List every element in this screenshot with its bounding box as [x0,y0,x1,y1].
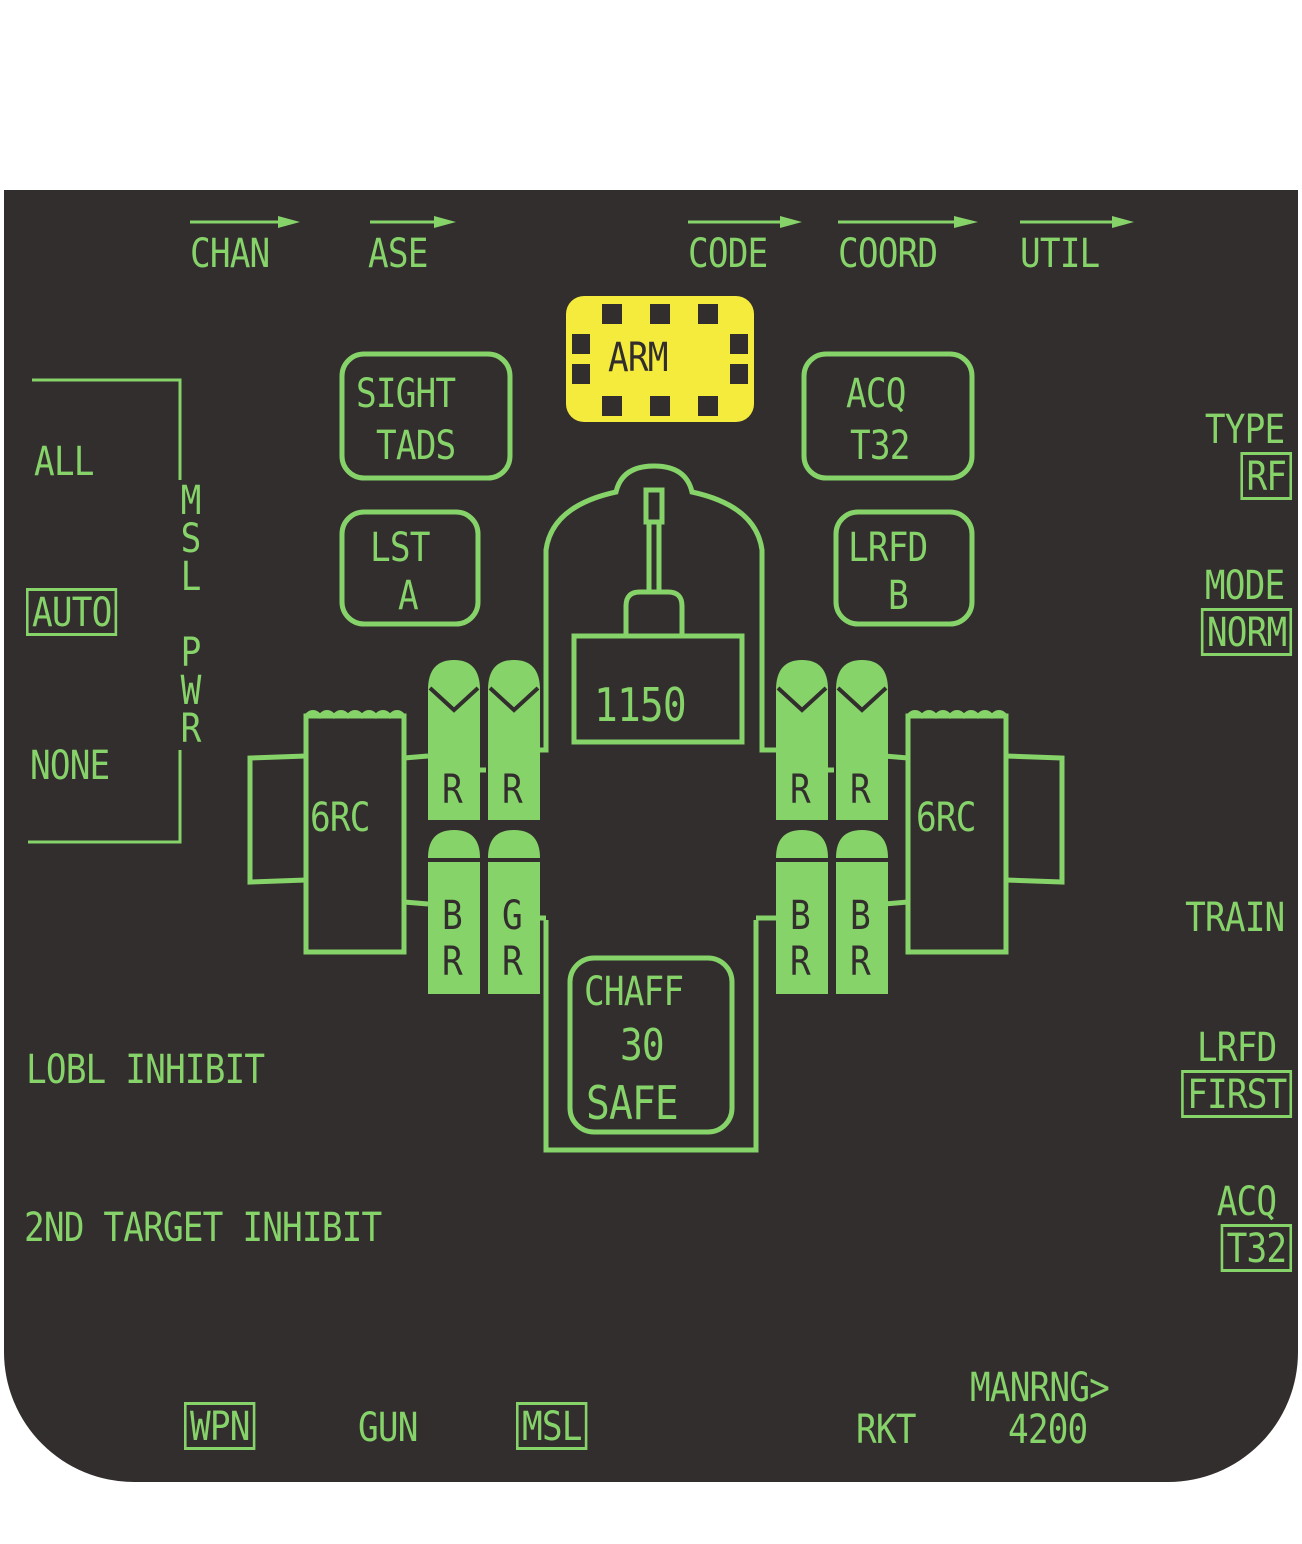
missile-right-2-lower-top[interactable]: B [850,893,871,939]
missile-right-2-upper[interactable]: R [850,767,871,813]
manrng-value: 4200 [1008,1407,1088,1453]
missile-left-1-lower-bottom: R [442,939,463,985]
sight-value[interactable]: TADS [376,423,456,469]
arrow-right-icon [836,214,982,230]
ase-button[interactable]: ASE [368,231,428,277]
util-button[interactable]: UTIL [1020,231,1100,277]
chaff-status: SAFE [586,1076,679,1130]
chan-button[interactable]: CHAN [190,231,270,277]
msl-pwr-auto-option[interactable]: AUTO [26,588,118,636]
acq-t32-button[interactable]: T32 [1220,1224,1292,1272]
lrfd-first-button[interactable]: FIRST [1180,1070,1292,1118]
msl-button[interactable]: MSL [516,1402,588,1450]
manrng-label[interactable]: MANRNG> [970,1365,1110,1411]
right-rocket-pod-label[interactable]: 6RC [916,795,976,841]
gun-rounds-count[interactable]: 1150 [594,678,687,732]
msl-pwr-bracket [28,378,182,844]
missile-left-1-upper[interactable]: R [442,767,463,813]
missile-left-2-lower-top[interactable]: G [502,893,523,939]
chaff-count: 30 [620,1020,665,1071]
msl-pwr-all-option[interactable]: ALL [34,439,94,485]
arrow-right-icon [1018,214,1138,230]
rkt-button[interactable]: RKT [856,1407,916,1453]
acq-label: ACQ [1216,1179,1276,1225]
code-button[interactable]: CODE [688,231,768,277]
type-rf-button[interactable]: RF [1240,452,1292,500]
missile-left-2-upper[interactable]: R [502,767,523,813]
missile-left-1-lower-top[interactable]: B [442,893,463,939]
acq-center-label[interactable]: ACQ [846,371,906,417]
lrfd-center-value[interactable]: B [888,573,909,619]
weapon-page-display: CHAN ASE CODE COORD UTIL ALL AUTO NONE M… [4,190,1298,1482]
mode-label: MODE [1204,563,1285,609]
arm-label: ARM [608,335,668,381]
msl-pwr-none-option[interactable]: NONE [30,743,110,789]
lobl-inhibit-button[interactable]: LOBL INHIBIT [26,1047,265,1093]
lst-label[interactable]: LST [370,525,430,571]
wpn-button[interactable]: WPN [184,1402,256,1450]
missile-right-1-lower-bottom: R [790,939,811,985]
acq-center-value[interactable]: T32 [850,423,910,469]
lrfd-label: LRFD [1196,1025,1277,1071]
missile-right-2-lower-bottom: R [850,939,871,985]
aircraft-stores-diagram [247,351,1065,1153]
mode-norm-button[interactable]: NORM [1200,608,1292,656]
gun-button[interactable]: GUN [358,1405,418,1451]
lrfd-center-label[interactable]: LRFD [848,525,928,571]
chaff-label[interactable]: CHAFF [584,969,684,1015]
missile-left-2-lower-bottom: R [502,939,523,985]
type-label: TYPE [1204,407,1285,453]
arm-status-indicator[interactable] [4,190,1298,1482]
coord-button[interactable]: COORD [838,231,938,277]
sight-label[interactable]: SIGHT [356,371,456,417]
left-rocket-pod-label[interactable]: 6RC [310,795,370,841]
missile-right-1-upper[interactable]: R [790,767,811,813]
arrow-right-icon [188,214,304,230]
lst-value[interactable]: A [398,573,419,619]
missile-right-1-lower-top[interactable]: B [790,893,811,939]
train-button[interactable]: TRAIN [1184,895,1285,941]
arrow-right-icon [368,214,458,230]
arrow-right-icon [686,214,806,230]
second-target-inhibit-button[interactable]: 2ND TARGET INHIBIT [24,1205,382,1251]
